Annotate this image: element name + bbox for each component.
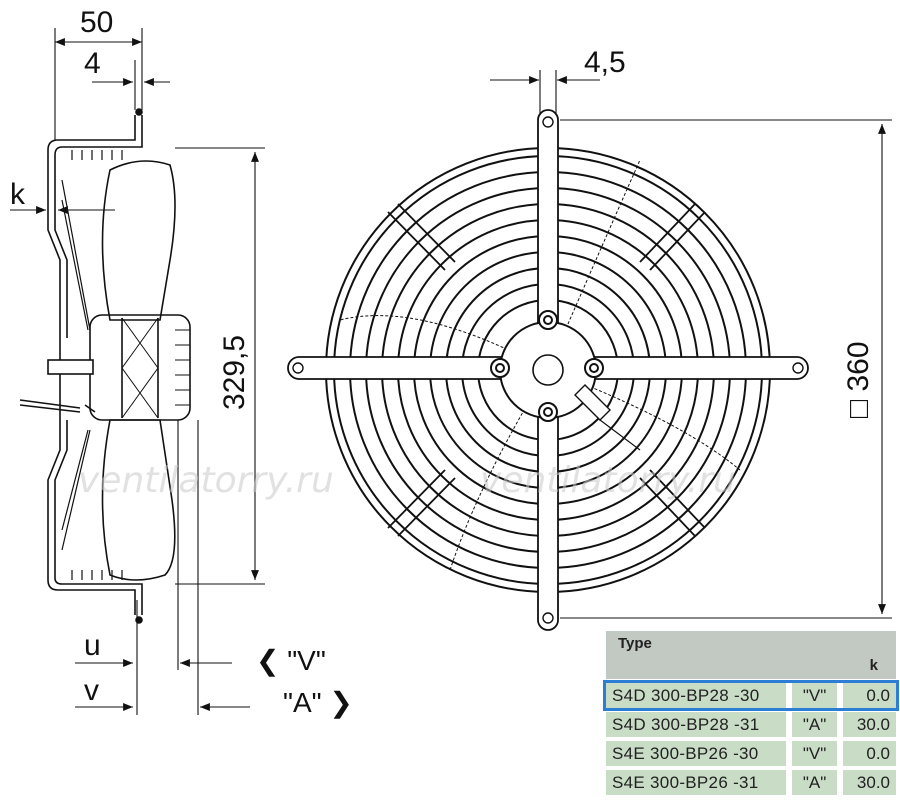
side-guard-outline — [47, 115, 136, 615]
k-header: k — [869, 657, 878, 674]
variant-cell: "A" — [792, 712, 838, 737]
type-cell: S4D 300-BP28 -31 — [606, 712, 787, 737]
table-row[interactable]: S4D 300-BP28 -31 "A" 30.0 — [606, 712, 896, 737]
k-cell: 0.0 — [843, 741, 896, 766]
side-view — [19, 108, 191, 624]
front-dimensions — [490, 70, 892, 619]
k-cell: 30.0 — [843, 770, 896, 795]
dim-v-label: v — [84, 674, 99, 707]
type-table-header: Type k — [606, 631, 896, 679]
k-cell: 30.0 — [843, 712, 896, 737]
dim-360-label: □ 360 — [842, 341, 875, 418]
hub-bolts — [490, 310, 604, 422]
watermark-right: ventilatorry.ru — [480, 460, 736, 501]
variant-a-label: "A" ❯ — [283, 687, 353, 719]
dim-u-label: u — [84, 629, 101, 662]
type-cell: S4E 300-BP26 -30 — [606, 741, 787, 766]
dim-50-label: 50 — [80, 6, 113, 39]
dim-4-label: 4 — [84, 47, 101, 80]
variant-v-label: ❮ "V" — [256, 645, 326, 677]
side-dimensions — [10, 28, 265, 715]
watermark-left: ventilatorry.ru — [78, 460, 334, 501]
front-view — [287, 109, 809, 631]
dim-329-label: 329,5 — [218, 335, 251, 410]
side-blade-lower — [101, 419, 176, 581]
table-row[interactable]: S4D 300-BP28 -30 "V" 0.0 — [603, 680, 899, 711]
type-table: Type k S4D 300-BP28 -30 "V" 0.0 S4D 300-… — [603, 631, 899, 795]
side-guard-inner — [54, 115, 143, 615]
variant-cell: "V" — [792, 741, 838, 766]
k-cell: 0.0 — [843, 683, 896, 708]
hub-inner — [532, 354, 564, 386]
side-motor — [89, 314, 191, 421]
type-cell: S4E 300-BP26 -31 — [606, 770, 787, 795]
mounting-holes — [292, 116, 804, 624]
table-row[interactable]: S4E 300-BP26 -31 "A" 30.0 — [606, 770, 896, 795]
side-blade — [101, 160, 176, 321]
dim-4-5-label: 4,5 — [584, 46, 626, 79]
variant-cell: "V" — [792, 683, 838, 708]
variant-cell: "A" — [792, 770, 838, 795]
type-header: Type — [618, 635, 652, 652]
table-row[interactable]: S4E 300-BP26 -30 "V" 0.0 — [606, 741, 896, 766]
type-cell: S4D 300-BP28 -30 — [606, 683, 787, 708]
dim-k-label: k — [10, 178, 26, 211]
